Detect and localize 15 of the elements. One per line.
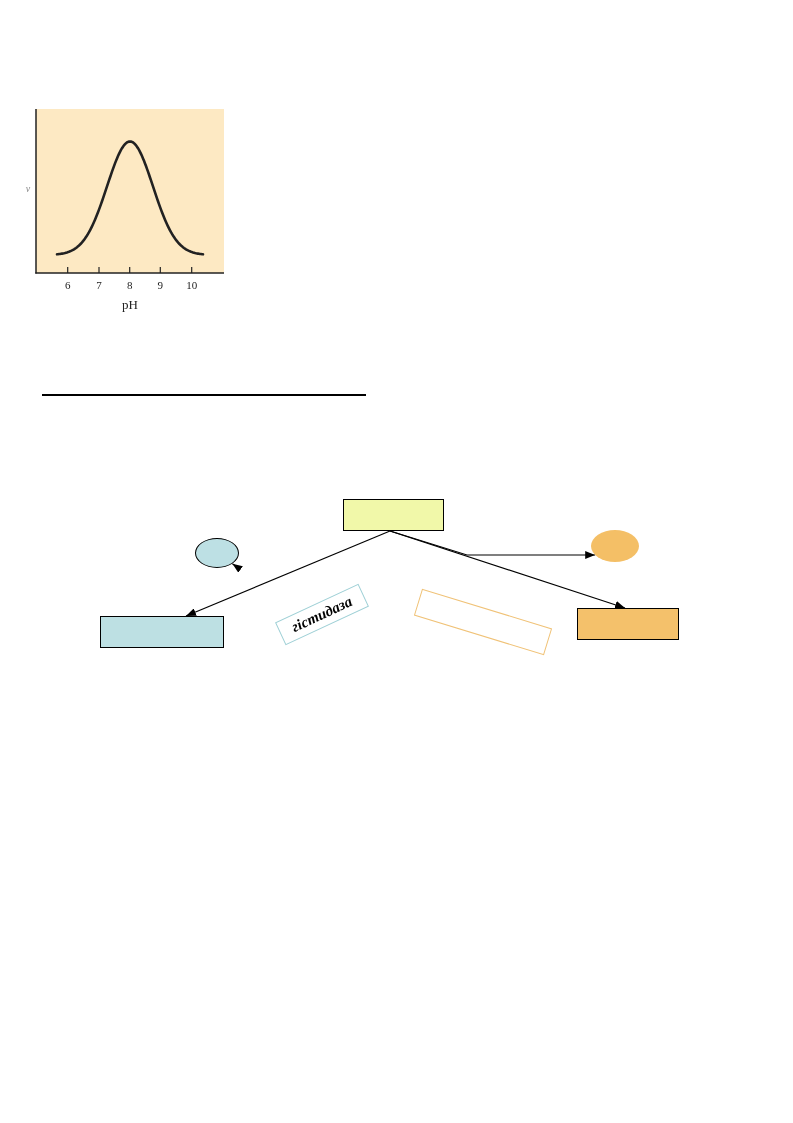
right-oval xyxy=(591,530,639,562)
tick-label: 8 xyxy=(126,278,133,292)
right-box xyxy=(577,608,679,640)
arrow xyxy=(231,563,243,573)
top-box xyxy=(343,499,444,531)
tick-label: 10 xyxy=(186,278,198,292)
arrow xyxy=(185,530,391,617)
left-oval xyxy=(195,538,239,568)
tick-label: 6 xyxy=(64,278,71,292)
left-box xyxy=(100,616,224,648)
tick-label: 9 xyxy=(157,278,164,292)
axis-label: v xyxy=(25,182,31,194)
arrow xyxy=(389,530,596,559)
axis-label: pH xyxy=(122,297,138,313)
tick-label: 7 xyxy=(96,278,102,292)
